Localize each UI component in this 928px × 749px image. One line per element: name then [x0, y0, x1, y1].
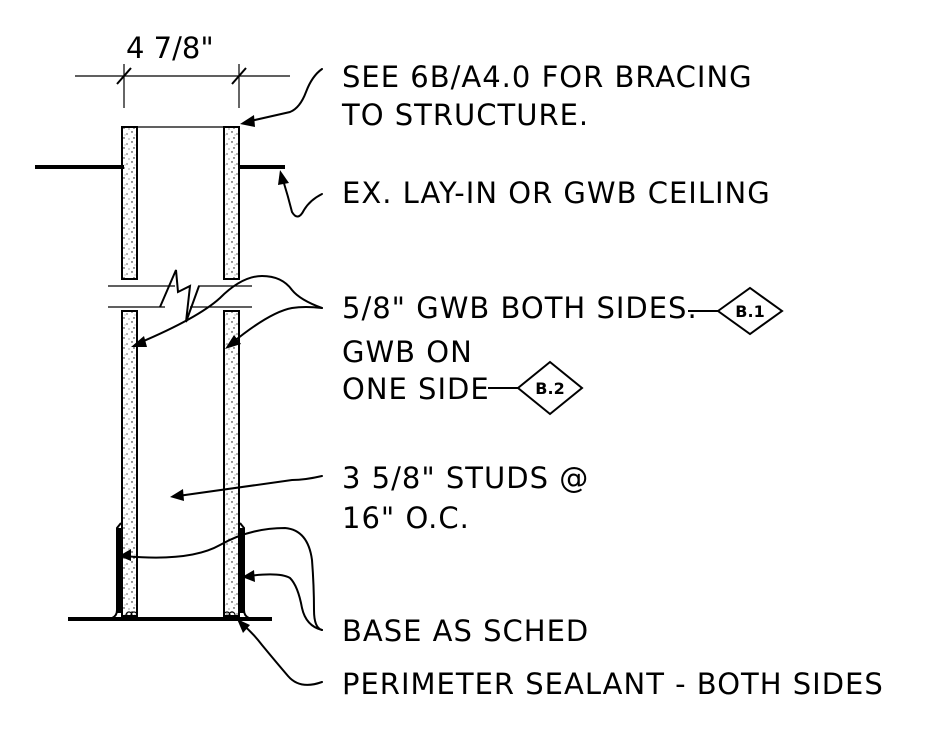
note-bracing-line2: TO STRUCTURE. — [341, 98, 589, 132]
break-line — [108, 269, 252, 323]
note-base: BASE AS SCHED — [342, 614, 589, 648]
gwb-right-upper — [223, 126, 240, 280]
note-sealant: PERIMETER SEALANT - BOTH SIDES — [342, 667, 884, 701]
note-bracing-line1: SEE 6B/A4.0 FOR BRACING — [342, 60, 753, 94]
gwb-left-upper — [121, 126, 138, 280]
gwb-right-lower — [223, 310, 240, 617]
tag-b2: B.2 — [488, 360, 584, 416]
tag-b1: B.1 — [688, 286, 784, 336]
note-gwb-both-sides: 5/8" GWB BOTH SIDES. — [342, 291, 698, 325]
dimension-group: 4 7/8" — [75, 31, 290, 108]
dimension-tick-left — [116, 67, 132, 85]
note-studs-line1: 3 5/8" STUDS @ — [342, 461, 589, 495]
tag-b2-label: B.2 — [535, 379, 564, 398]
dimension-label: 4 7/8" — [126, 31, 214, 65]
gwb-left-lower — [121, 310, 138, 617]
note-gwb-on: GWB ON — [342, 335, 473, 369]
dimension-tick-right — [231, 67, 247, 85]
leader-lines — [119, 68, 323, 686]
note-studs-line2: 16" O.C. — [342, 501, 470, 535]
note-one-side: ONE SIDE — [342, 372, 490, 406]
note-ceiling: EX. LAY-IN OR GWB CEILING — [342, 176, 771, 210]
tag-b1-label: B.1 — [735, 302, 764, 321]
